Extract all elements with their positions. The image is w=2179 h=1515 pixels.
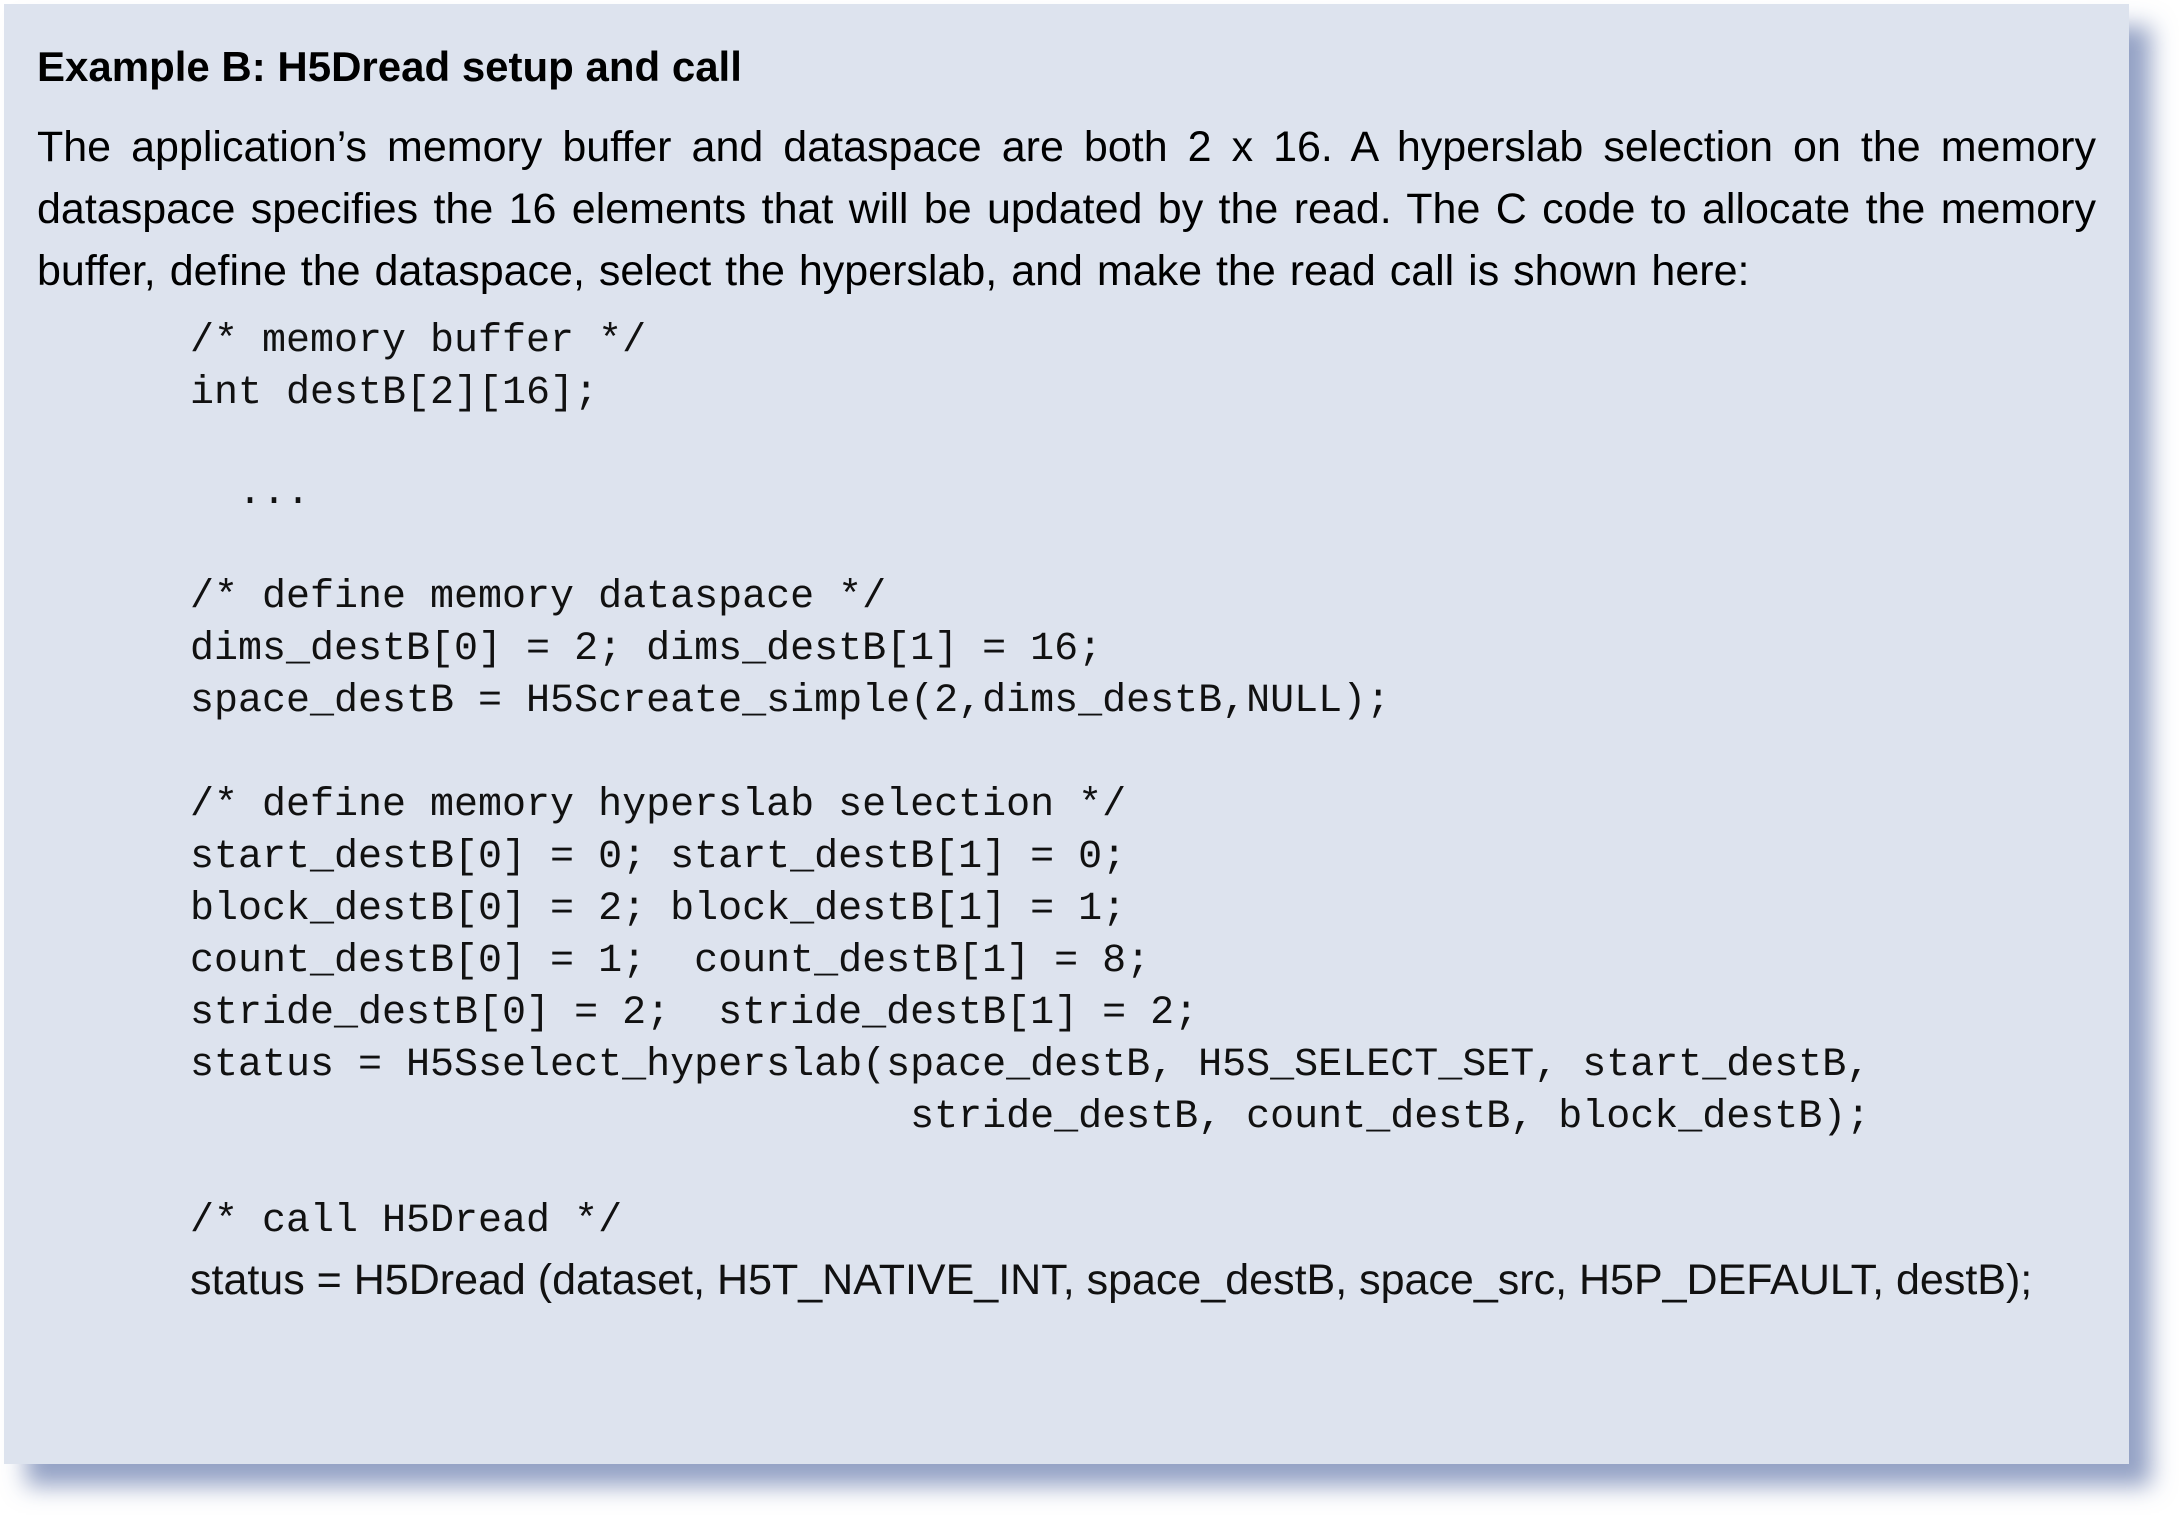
code-spacer <box>190 520 2096 572</box>
code-spacer <box>190 420 2096 468</box>
code-spacer <box>190 728 2096 780</box>
code-buffer-declaration: int destB[2][16]; <box>190 371 599 416</box>
code-h5dread-call: status = H5Dread (dataset, H5T_NATIVE_IN… <box>190 1256 2033 1304</box>
code-block-assignment: block_destB[0] = 2; block_destB[1] = 1; <box>190 887 1127 932</box>
code-comment-dataspace: /* define memory dataspace */ <box>190 575 887 620</box>
code-block: /* memory buffer */ int destB[2][16]; ..… <box>190 316 2096 1308</box>
code-select-hyperslab-continued: stride_destB, count_destB, block_destB); <box>190 1095 1871 1140</box>
code-count-assignment: count_destB[0] = 1; count_destB[1] = 8; <box>190 939 1151 984</box>
code-comment-call: /* call H5Dread */ <box>190 1199 623 1244</box>
code-comment-hyperslab: /* define memory hyperslab selection */ <box>190 783 1127 828</box>
code-stride-assignment: stride_destB[0] = 2; stride_destB[1] = 2… <box>190 991 1199 1036</box>
code-ellipsis: ... <box>190 471 311 516</box>
code-comment-memory-buffer: /* memory buffer */ <box>190 319 647 364</box>
code-start-assignment: start_destB[0] = 0; start_destB[1] = 0; <box>190 835 1127 880</box>
code-select-hyperslab: status = H5Sselect_hyperslab(space_destB… <box>190 1043 1871 1088</box>
code-create-dataspace: space_destB = H5Screate_simple(2,dims_de… <box>190 679 1391 724</box>
example-panel: Example B: H5Dread setup and call The ap… <box>4 4 2129 1464</box>
code-dims-assignment: dims_destB[0] = 2; dims_destB[1] = 16; <box>190 627 1103 672</box>
example-title: Example B: H5Dread setup and call <box>37 43 742 90</box>
intro-paragraph: The application’s memory buffer and data… <box>37 123 2096 295</box>
code-spacer <box>190 1144 2096 1196</box>
